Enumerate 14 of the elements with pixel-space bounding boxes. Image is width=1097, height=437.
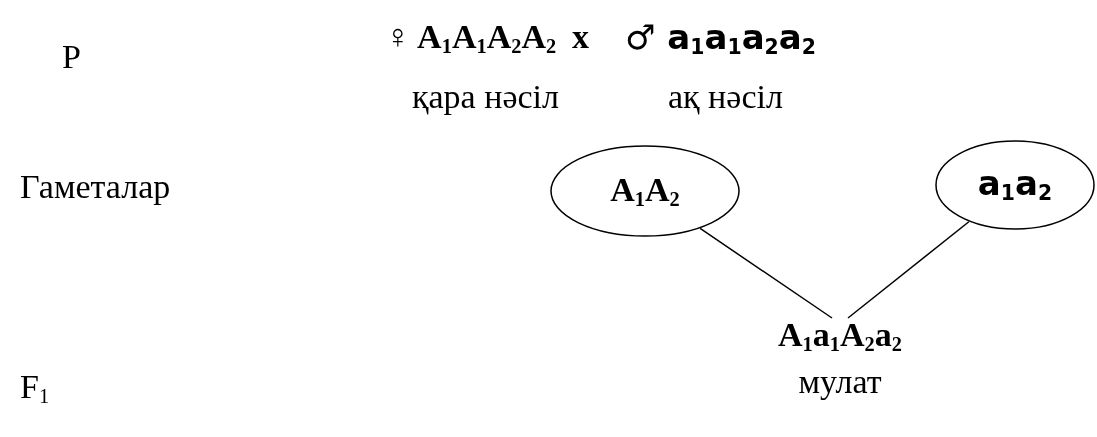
genotype-label: ♀ A$_{1}$A$_{1}$A$_{2}$A$_{2}$	[385, 20, 557, 57]
generation-label: P	[62, 40, 81, 74]
generation-label: F$_{1}$	[20, 370, 50, 407]
phenotype-label: қара нәсіл	[412, 80, 559, 114]
generation-label: Гаметалар	[20, 170, 171, 204]
genotype-label: ♂ a$_{1}$a$_{1}$a$_{2}$a$_{2}$	[625, 20, 816, 58]
connector-line	[699, 227, 833, 319]
genotype-label: a$_{1}$a$_{2}$	[977, 166, 1053, 204]
cross-sign: x	[572, 20, 589, 54]
connector-line	[847, 221, 970, 319]
phenotype-label: ақ нәсіл	[668, 80, 783, 114]
genotype-label: A$_{1}$A$_{2}$	[610, 172, 680, 210]
genotype-label: A$_{1}$a$_{1}$A$_{2}$a$_{2}$	[778, 318, 902, 355]
phenotype-label: мулат	[798, 364, 882, 399]
